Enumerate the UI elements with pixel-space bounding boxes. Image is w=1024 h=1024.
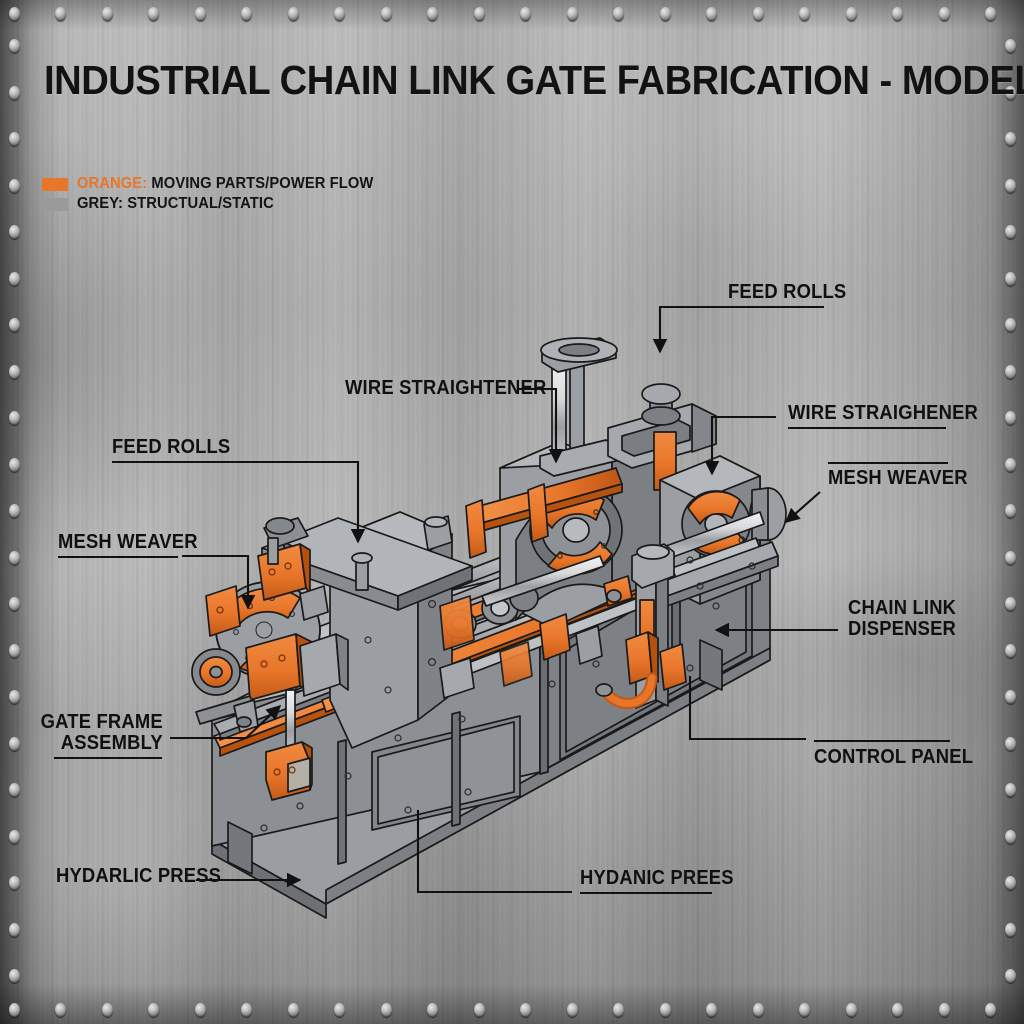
callout-wire-straightener-mid: WIRE STRAIGHTENER — [345, 377, 564, 399]
callout-chain-link-dispenser-line2: DISPENSER — [848, 618, 956, 641]
callout-wire-straightener-mid-label: WIRE STRAIGHTENER — [345, 377, 547, 399]
callout-rule — [58, 556, 178, 559]
callout-chain-link-dispenser: CHAIN LINK DISPENSER — [848, 597, 966, 641]
callout-hydanic-prees: HYDANIC PREES — [580, 867, 747, 895]
callout-hydanic-prees-label: HYDANIC PREES — [580, 867, 734, 889]
legend-key-orange: ORANGE: — [77, 175, 148, 192]
callout-hydarlic-press: HYDARLIC PRESS — [56, 865, 236, 887]
legend-key-grey: GREY: — [77, 195, 124, 212]
callout-mesh-weaver-left: MESH WEAVER — [58, 531, 210, 559]
legend-label-grey: GREY: STRUCTUAL/STATIC — [77, 195, 274, 213]
legend-desc-grey: STRUCTUAL/STATIC — [127, 195, 274, 212]
callout-feed-rolls-top-label: FEED ROLLS — [728, 281, 847, 303]
callout-rule — [580, 892, 712, 895]
callout-rule — [112, 461, 212, 464]
legend-desc-orange: MOVING PARTS/POWER FLOW — [151, 175, 374, 192]
callout-wire-straighener-right: WIRE STRAIGHENER — [788, 402, 995, 430]
legend-item-grey: GREY: STRUCTUAL/STATIC — [42, 194, 389, 214]
callout-rule — [814, 740, 950, 742]
callout-control-panel-label: CONTROL PANEL — [814, 746, 974, 768]
page-title: INDUSTRIAL CHAIN LINK GATE FABRICATION -… — [44, 57, 1024, 103]
callout-hydarlic-press-label: HYDARLIC PRESS — [56, 865, 222, 887]
callout-feed-rolls-left-label: FEED ROLLS — [112, 436, 231, 458]
callout-mesh-weaver-right: MESH WEAVER — [828, 462, 980, 489]
legend-swatch-grey — [42, 197, 68, 211]
legend-item-orange: ORANGE: MOVING PARTS/POWER FLOW — [42, 174, 389, 194]
callout-gate-frame-assembly-line1: GATE FRAME — [40, 711, 163, 733]
callout-feed-rolls-left: FEED ROLLS — [112, 436, 241, 464]
callout-feed-rolls-top: FEED ROLLS — [728, 281, 857, 309]
callout-control-panel: CONTROL PANEL — [814, 740, 987, 768]
callout-chain-link-dispenser-line1: CHAIN LINK — [848, 597, 957, 619]
callout-mesh-weaver-right-label: MESH WEAVER — [828, 467, 968, 489]
callout-mesh-weaver-left-label: MESH WEAVER — [58, 531, 198, 553]
legend: ORANGE: MOVING PARTS/POWER FLOW GREY: ST… — [42, 174, 389, 214]
callout-rule — [54, 757, 162, 760]
callout-gate-frame-assembly: GATE FRAME ASSEMBLY — [0, 711, 172, 760]
callout-rule — [728, 306, 824, 309]
legend-swatch-orange — [42, 177, 68, 191]
callout-gate-frame-assembly-line2: ASSEMBLY — [60, 732, 163, 755]
callout-wire-straighener-right-label: WIRE STRAIGHENER — [788, 402, 979, 424]
legend-label-orange: ORANGE: MOVING PARTS/POWER FLOW — [77, 175, 373, 193]
callout-rule — [828, 462, 948, 464]
callout-rule — [788, 427, 946, 430]
